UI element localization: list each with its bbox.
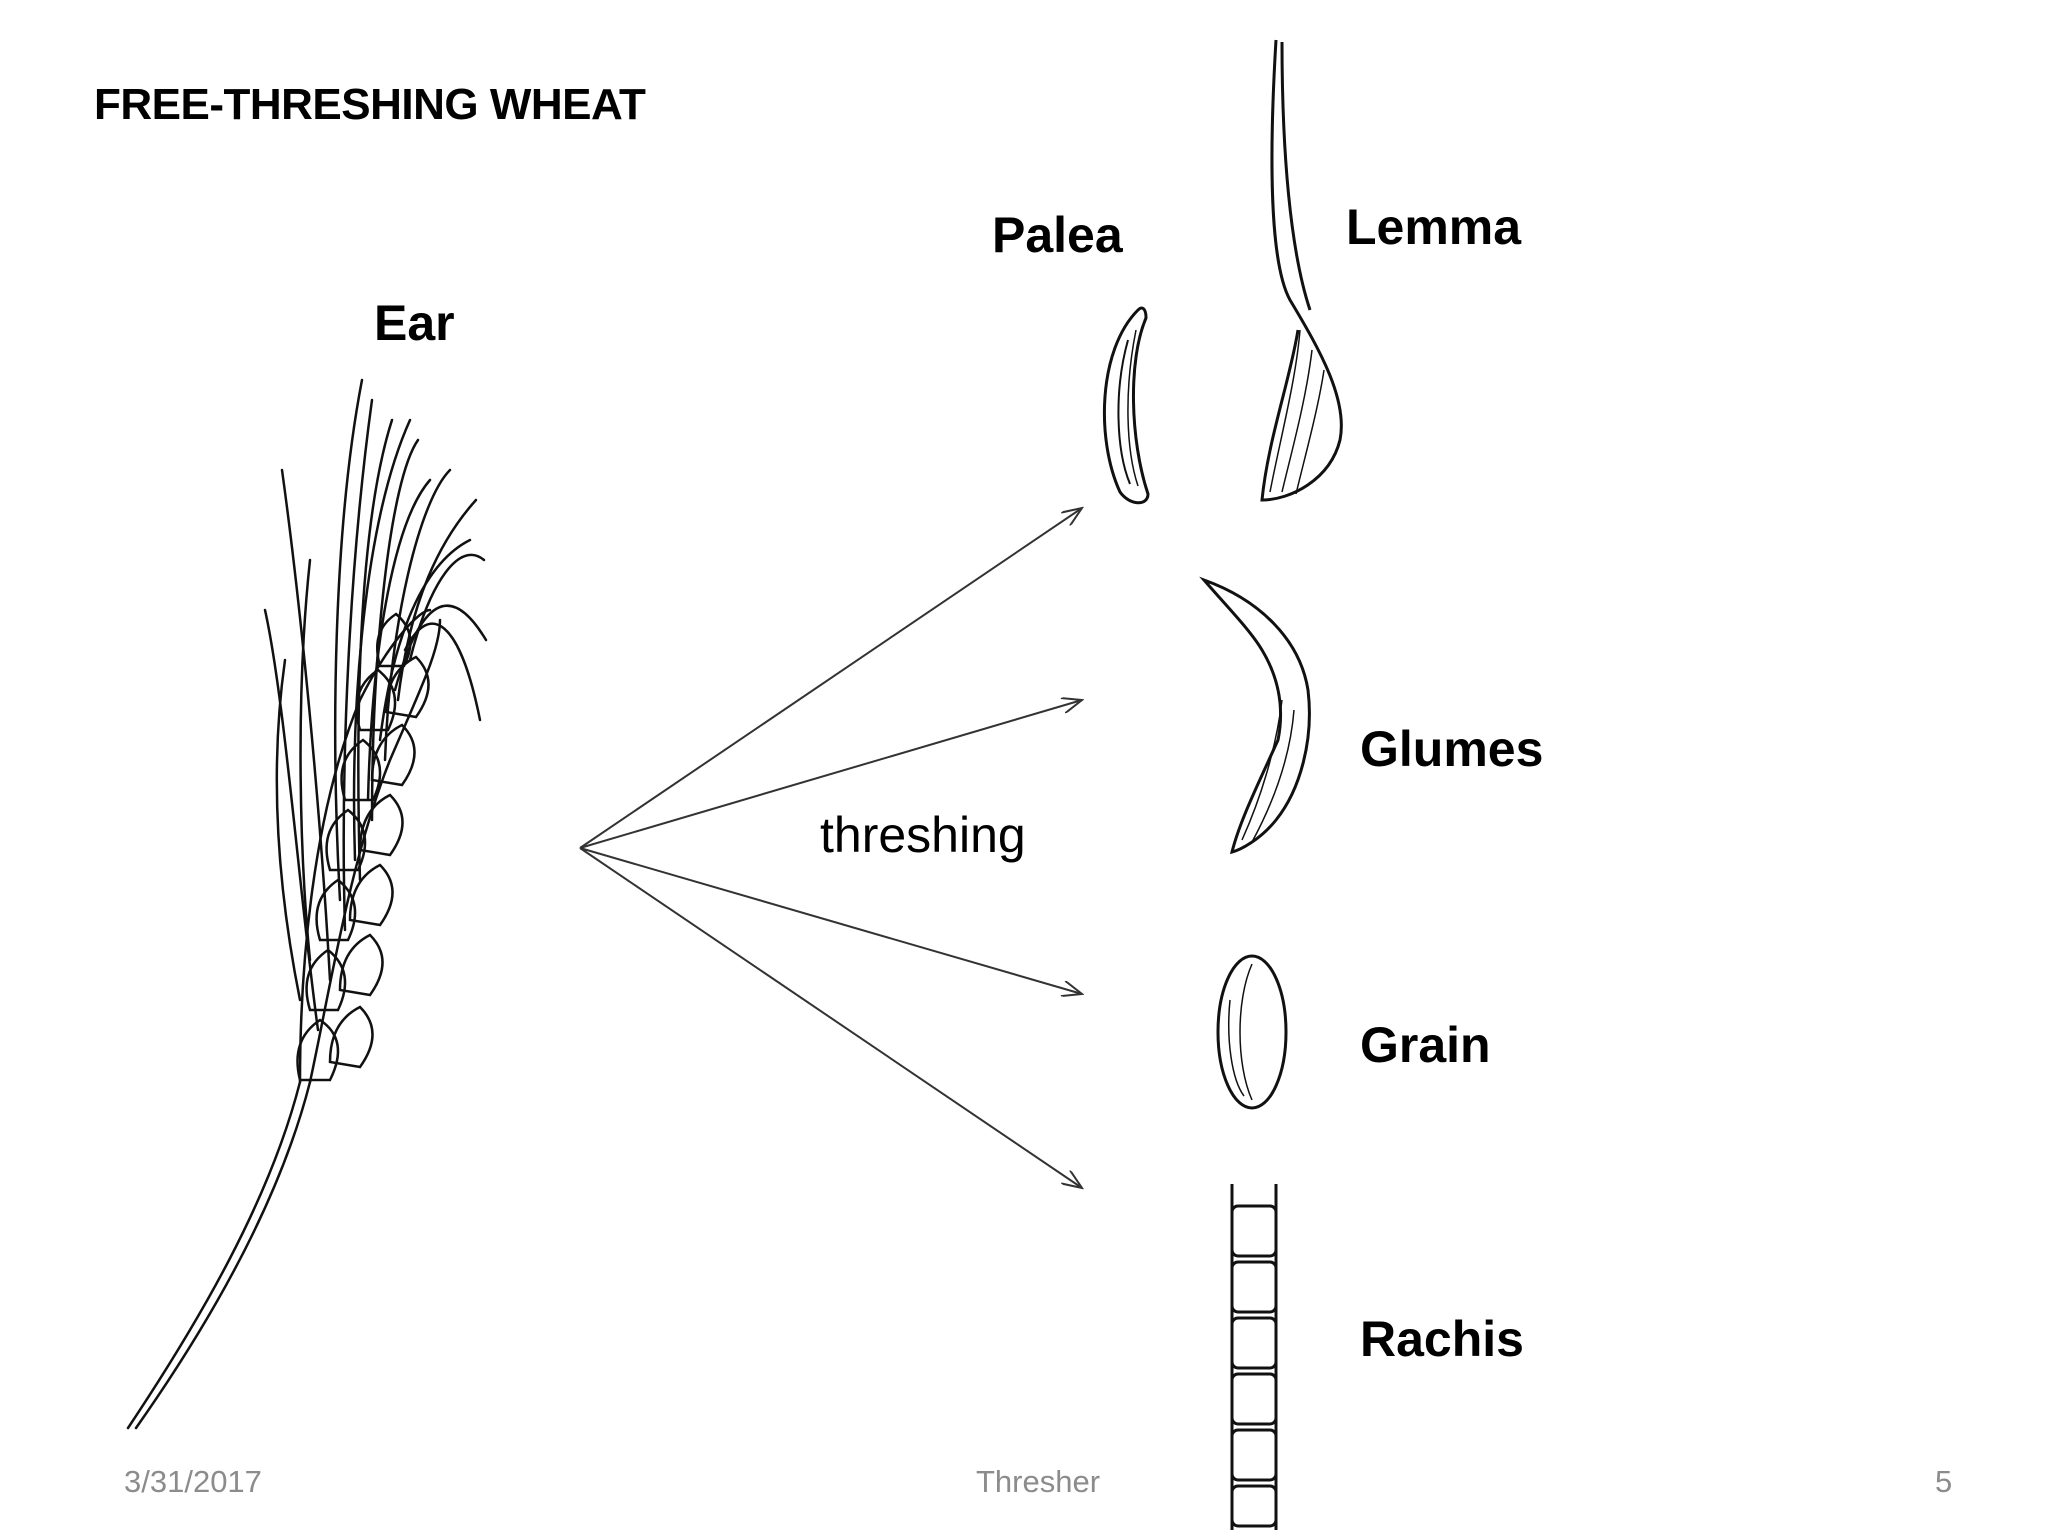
arrow-to-palea (580, 508, 1082, 848)
arrow-to-grain (580, 848, 1082, 994)
footer-date: 3/31/2017 (124, 1464, 262, 1499)
palea-drawing (1104, 308, 1148, 503)
label-grain: Grain (1360, 1017, 1491, 1073)
footer-page-number: 5 (1935, 1464, 1953, 1499)
footer-title: Thresher (976, 1464, 1101, 1499)
label-lemma: Lemma (1346, 199, 1522, 255)
label-ear: Ear (374, 295, 455, 351)
glumes-drawing (1204, 580, 1309, 852)
label-rachis: Rachis (1360, 1311, 1524, 1367)
threshing-arrows (580, 508, 1082, 1188)
arrow-to-rachis (580, 848, 1082, 1188)
lemma-drawing (1262, 40, 1341, 500)
arrow-to-glumes (580, 700, 1082, 848)
wheat-ear-drawing (128, 380, 486, 1428)
label-palea: Palea (992, 207, 1123, 263)
slide-title: FREE-THRESHING WHEAT (94, 80, 646, 129)
threshing-label: threshing (820, 807, 1026, 863)
label-glumes: Glumes (1360, 721, 1544, 777)
grain-drawing (1218, 956, 1286, 1108)
rachis-drawing (1232, 1184, 1276, 1530)
